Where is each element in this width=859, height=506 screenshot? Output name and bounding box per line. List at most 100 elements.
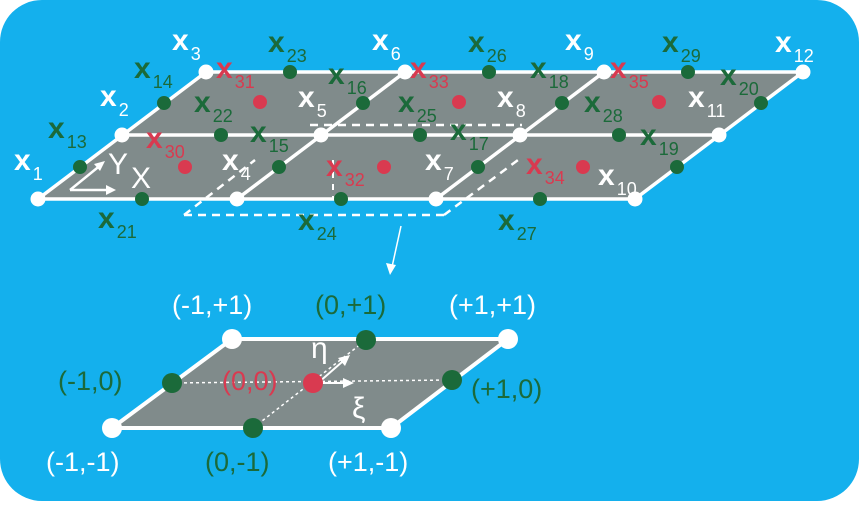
x-axis-label: X xyxy=(131,162,151,195)
corner-node xyxy=(795,64,811,80)
hidden-edge xyxy=(183,159,256,216)
edge-node xyxy=(533,192,547,206)
y-axis-arrow xyxy=(69,163,103,191)
corner-node xyxy=(229,191,245,207)
ref-corner-node xyxy=(381,418,401,438)
ref-center-node xyxy=(303,373,323,393)
edge-node xyxy=(612,128,626,142)
center-node-label-subscript: 33 xyxy=(429,72,449,92)
hidden-edge xyxy=(443,158,519,217)
ref-corner-node xyxy=(222,329,242,349)
edge-node xyxy=(482,65,496,79)
ref-edge-node xyxy=(356,330,376,350)
edge-node xyxy=(73,160,87,174)
coord-bottom-left: (-1,-1) xyxy=(46,447,120,477)
corner-node-label-subscript: 11 xyxy=(707,101,726,121)
ref-corner-node xyxy=(102,418,122,438)
corner-node-label-subscript: 2 xyxy=(119,100,129,120)
corner-node xyxy=(627,191,643,207)
coord-top-left: (-1,+1) xyxy=(172,290,252,320)
corner-node-label-subscript: 1 xyxy=(33,164,43,184)
center-node-label-subscript: 32 xyxy=(345,170,365,190)
edge-node-label-subscript: 20 xyxy=(739,79,759,99)
corner-node xyxy=(114,127,130,143)
center-node-label-subscript: 34 xyxy=(545,168,565,188)
edge-node-label-subscript: 22 xyxy=(213,106,233,126)
coord-top-right: (+1,+1) xyxy=(449,290,536,320)
edge-node xyxy=(283,65,297,79)
coord-top-mid: (0,+1) xyxy=(315,290,386,320)
edge-node-label-subscript: 25 xyxy=(417,106,437,126)
mapping-arrow xyxy=(391,225,402,268)
mapping-arrowhead xyxy=(386,263,396,275)
edge-node-label-subscript: 26 xyxy=(487,46,507,66)
edge-node xyxy=(754,96,768,110)
corner-node-label-subscript: 12 xyxy=(794,46,814,66)
edge-node-label-subscript: 29 xyxy=(681,46,701,66)
corner-node xyxy=(313,127,329,143)
edge-node xyxy=(471,160,485,174)
coord-mid-right: (+1,0) xyxy=(471,374,542,404)
corner-node xyxy=(30,191,46,207)
edge-node-label-subscript: 23 xyxy=(287,46,307,66)
reference-element: ξ η (-1,+1) (0,+1) (+1,+1) (-1,0) (0,0) … xyxy=(46,290,542,477)
ref-corner-node xyxy=(498,329,518,349)
edge-node xyxy=(681,65,695,79)
y-axis-arrowhead xyxy=(94,161,105,171)
ref-edge-node xyxy=(162,373,182,393)
center-node-label-subscript: 30 xyxy=(165,142,185,162)
edge-node xyxy=(214,128,228,142)
corner-node-label-subscript: 6 xyxy=(391,44,401,64)
edge-node xyxy=(670,160,684,174)
center-node-label-subscript: 31 xyxy=(235,72,255,92)
y-axis-label: Y xyxy=(108,148,128,181)
edge-node-label-subscript: 19 xyxy=(659,139,679,159)
x-axis-arrowhead xyxy=(106,185,116,195)
edge-node-label-subscript: 15 xyxy=(269,136,289,156)
coord-bottom-right: (+1,-1) xyxy=(328,447,408,477)
edge-node-label-subscript: 14 xyxy=(153,72,173,92)
corner-node xyxy=(512,127,528,143)
corner-node xyxy=(428,191,444,207)
corner-node-label-subscript: 4 xyxy=(241,164,251,184)
center-node xyxy=(576,160,590,174)
corner-node xyxy=(596,64,612,80)
eta-arrowhead xyxy=(338,355,350,366)
eta-label: η xyxy=(311,332,328,365)
xi-label: ξ xyxy=(352,392,365,425)
edge-node xyxy=(135,192,149,206)
edge-node xyxy=(334,192,348,206)
corner-node xyxy=(711,127,727,143)
edge-node xyxy=(413,128,427,142)
center-node xyxy=(377,160,391,174)
ref-edge-node xyxy=(442,370,462,390)
corner-node-label-subscript: 8 xyxy=(516,101,526,121)
coord-bottom-mid: (0,-1) xyxy=(205,447,270,477)
edge-node-label-subscript: 24 xyxy=(317,224,337,244)
xi-arrowhead xyxy=(343,378,354,388)
corner-node-label-subscript: 7 xyxy=(444,164,454,184)
center-node xyxy=(253,95,267,109)
global-axes xyxy=(69,161,116,195)
edge-node-label-subscript: 16 xyxy=(347,78,367,98)
edge-node xyxy=(356,96,370,110)
center-node xyxy=(452,95,466,109)
edge-node-label-subscript: 27 xyxy=(517,224,537,244)
edge-node-label-subscript: 28 xyxy=(603,106,623,126)
edge-node-label-subscript: 18 xyxy=(549,72,569,92)
edge-node xyxy=(555,96,569,110)
corner-node-label-subscript: 5 xyxy=(317,101,327,121)
center-node xyxy=(652,95,666,109)
coord-center: (0,0) xyxy=(222,366,278,396)
corner-node-label-subscript: 9 xyxy=(584,44,594,64)
edge-node-label-subscript: 21 xyxy=(117,222,137,242)
edge-node-label-subscript: 13 xyxy=(67,132,87,152)
center-node xyxy=(178,160,192,174)
corner-node xyxy=(198,64,214,80)
corner-node-label-subscript: 10 xyxy=(617,179,637,199)
corner-node xyxy=(397,64,413,80)
